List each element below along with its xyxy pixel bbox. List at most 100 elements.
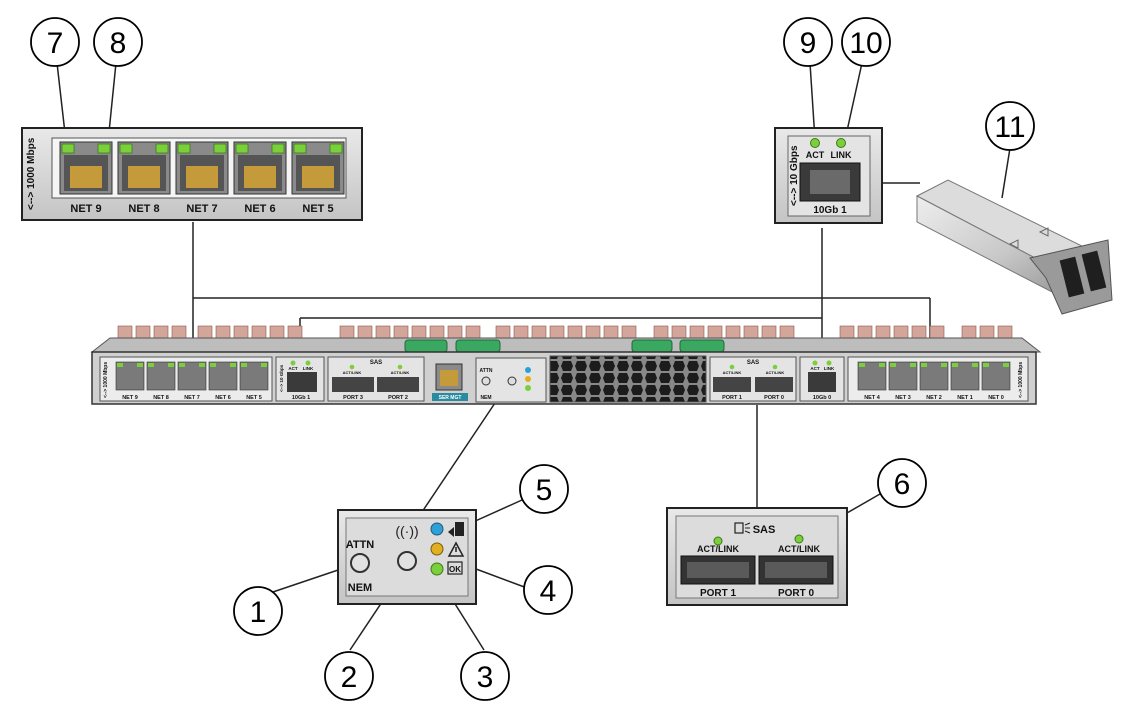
tl-port-label: NET 9 <box>70 203 101 215</box>
mod-xg-left-link: LINK <box>303 366 314 371</box>
tl-port-label: NET 5 <box>302 203 333 215</box>
mod-sas-left-title: SAS <box>370 360 382 366</box>
mod-left-leds <box>117 363 267 367</box>
mod-port-label: NET 6 <box>215 395 231 401</box>
mod-xg-left-speed: <--> 10 Gbps <box>279 364 284 392</box>
callout-11: 11 <box>985 101 1035 151</box>
mod-right-rj45 <box>857 361 1011 391</box>
mod-port-label: NET 0 <box>988 395 1004 401</box>
callout-number: 7 <box>47 27 64 60</box>
callout-5: 5 <box>519 464 569 514</box>
callout-2: 2 <box>324 651 374 701</box>
amber-led <box>430 542 444 556</box>
mod-xg-left-act: ACT <box>288 366 297 371</box>
warning-icon <box>447 541 465 557</box>
mod-sas-right-led-label: ACT/LINK <box>766 370 785 375</box>
sas-led-label: ACT/LINK <box>697 544 739 554</box>
sas-led-port0 <box>794 534 804 544</box>
mod-xg-left-port: 10Gb 1 <box>292 395 310 401</box>
mod-nem: NEM <box>480 395 491 401</box>
callout-number: 3 <box>477 661 494 694</box>
callout-number: 6 <box>894 468 911 501</box>
locator-icon: ((·)) <box>395 523 418 539</box>
callout-10: 10 <box>841 17 891 67</box>
remove-ok-icon <box>448 522 464 537</box>
callout-number: 9 <box>800 27 817 60</box>
mod-sas-right-title: SAS <box>747 360 759 366</box>
callout-number: 11 <box>994 111 1025 144</box>
sas-port-label: PORT 1 <box>700 588 737 599</box>
blue-led <box>430 522 444 536</box>
sas-port-label: PORT 0 <box>778 588 815 599</box>
mod-port-label: NET 2 <box>926 395 942 401</box>
mod-sas-port: PORT 1 <box>722 395 742 401</box>
callout-7: 7 <box>30 17 80 67</box>
sas-led-port1 <box>713 536 723 546</box>
callout-1: 1 <box>233 586 283 636</box>
mod-port-label: NET 4 <box>864 395 881 401</box>
callout-number: 4 <box>540 575 557 608</box>
mod-right-speed: <--> 1000 Mbps <box>1018 362 1024 398</box>
mod-left-speed: <--> 1000 Mbps <box>103 362 109 398</box>
nem-module: <--> 1000 Mbps NET 9 NET 8 NET 7 NET 6 N… <box>90 325 1042 405</box>
mod-port-label: NET 1 <box>957 395 973 401</box>
green-cables <box>404 339 725 353</box>
callout-3: 3 <box>460 651 510 701</box>
mod-xg-right-act: ACT <box>810 366 819 371</box>
callout-6: 6 <box>877 458 927 508</box>
callout-number: 1 <box>250 596 267 629</box>
mod-left-port-labels: NET 9 NET 8 NET 7 NET 6 NET 5 <box>122 395 262 401</box>
mod-right-port-labels: NET 4 NET 3 NET 2 NET 1 NET 0 <box>864 395 1004 401</box>
mod-port-label: NET 8 <box>153 395 169 401</box>
callouts: 7 8 9 10 11 5 6 4 <box>30 17 1035 701</box>
mod-sas-left-led-label: ACT/LINK <box>343 370 362 375</box>
mod-sas-right-led-label: ACT/LINK <box>723 370 742 375</box>
sas-panel: SAS ACT/LINK ACT/LINK PORT 1 PORT 0 <box>666 507 848 606</box>
sas-title: SAS <box>753 524 776 536</box>
mod-sas-port: PORT 3 <box>343 395 363 401</box>
sas-icon <box>734 522 751 534</box>
tl-port-label: NET 7 <box>186 203 217 215</box>
tl-port-label: NET 6 <box>244 203 275 215</box>
tl-port-label: NET 8 <box>128 203 159 215</box>
mod-right-leds <box>859 363 1009 367</box>
mod-sas-left-led-label: ACT/LINK <box>391 370 410 375</box>
ok-icon <box>447 561 463 575</box>
mod-xg-right-link: LINK <box>824 366 835 371</box>
ind-attn-label: ATTN <box>346 539 375 551</box>
callout-number: 5 <box>536 474 553 507</box>
mod-port-label: NET 9 <box>122 395 138 401</box>
mod-port-label: NET 7 <box>184 395 200 401</box>
mod-port-label: NET 5 <box>246 395 262 401</box>
mod-ser-mgt: SER MGT <box>439 395 462 401</box>
mod-port-label: NET 3 <box>895 395 911 401</box>
top-right-10gb-panel: ACT LINK <--> 10 Gbps 10Gb 1 <box>774 127 883 224</box>
callout-8: 8 <box>93 17 143 67</box>
tr-speed-label: <--> 10 Gbps <box>789 145 800 206</box>
tr-link-label: LINK <box>831 150 852 160</box>
locate-button[interactable] <box>397 551 417 571</box>
callout-4: 4 <box>523 565 573 615</box>
callout-number: 2 <box>341 661 358 694</box>
callout-9: 9 <box>783 17 833 67</box>
mod-xg-right-port: 10Gb 0 <box>813 395 831 401</box>
link-led <box>836 138 846 148</box>
sfp-transceiver <box>915 179 1113 315</box>
tr-act-label: ACT <box>806 150 825 160</box>
mod-sas-port: PORT 2 <box>388 395 408 401</box>
green-led <box>430 562 444 576</box>
callout-number: 8 <box>110 27 127 60</box>
mod-sas-port: PORT 0 <box>764 395 784 401</box>
callout-number: 10 <box>849 27 882 60</box>
tl-port-leds <box>61 143 343 154</box>
attn-button[interactable] <box>350 553 370 573</box>
tl-port-labels: NET 9 NET 8 NET 7 NET 6 NET 5 <box>70 203 333 215</box>
ind-nem-label: NEM <box>348 582 372 594</box>
act-led <box>810 138 820 148</box>
sas-led-label: ACT/LINK <box>778 544 820 554</box>
indicator-panel: ATTN ((·)) OK NEM <box>337 509 477 605</box>
mod-attn: ATTN <box>480 368 493 374</box>
tr-port-label: 10Gb 1 <box>813 205 847 216</box>
tl-speed-label: <--> 1000 Mbps <box>26 137 37 210</box>
